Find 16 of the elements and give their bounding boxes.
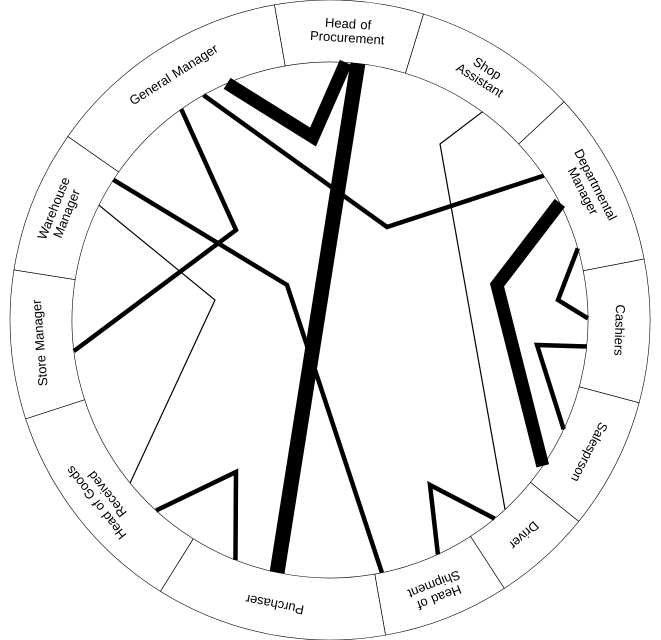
connector-line [98, 204, 216, 484]
connector-line [155, 468, 238, 560]
ring-segment: Cashiers [578, 258, 650, 404]
ring-segment: Store Manager [10, 270, 85, 420]
connector-line [534, 342, 587, 430]
connector-line [72, 108, 239, 353]
connector-line [112, 178, 384, 574]
connector-line [427, 481, 496, 555]
connector-line [439, 111, 506, 510]
ring-segment: Head of Procurement [274, 0, 424, 74]
ring-segment: Purchaser [160, 538, 386, 640]
connector-line [270, 62, 366, 574]
connector-line [490, 198, 566, 468]
connector-line [202, 93, 544, 230]
connector-line [224, 60, 352, 146]
connector-line [555, 248, 590, 320]
